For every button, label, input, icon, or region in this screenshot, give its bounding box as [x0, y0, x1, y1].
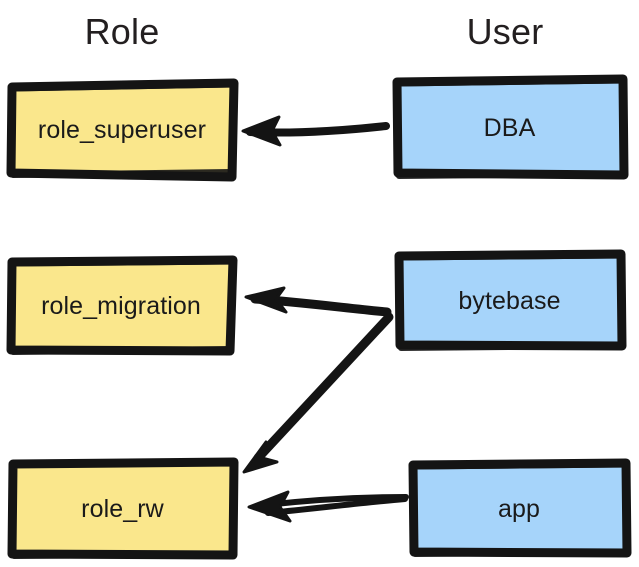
node-dba[interactable]: DBA	[392, 74, 629, 180]
column-header-user: User	[466, 11, 544, 52]
node-role-superuser[interactable]: role_superuser	[6, 78, 239, 182]
edge-app-to-role-rw	[247, 490, 409, 523]
node-bytebase[interactable]: bytebase	[394, 249, 627, 352]
edge-dba-to-role-superuser	[241, 115, 390, 147]
edge-bytebase-to-role-rw	[242, 312, 394, 474]
node-role-migration[interactable]: role_migration	[6, 255, 238, 356]
column-header-role: Role	[84, 11, 160, 52]
node-app[interactable]: app	[408, 458, 632, 558]
node-role-rw[interactable]: role_rw	[7, 457, 239, 560]
edge-bytebase-to-role-migration	[244, 286, 392, 317]
